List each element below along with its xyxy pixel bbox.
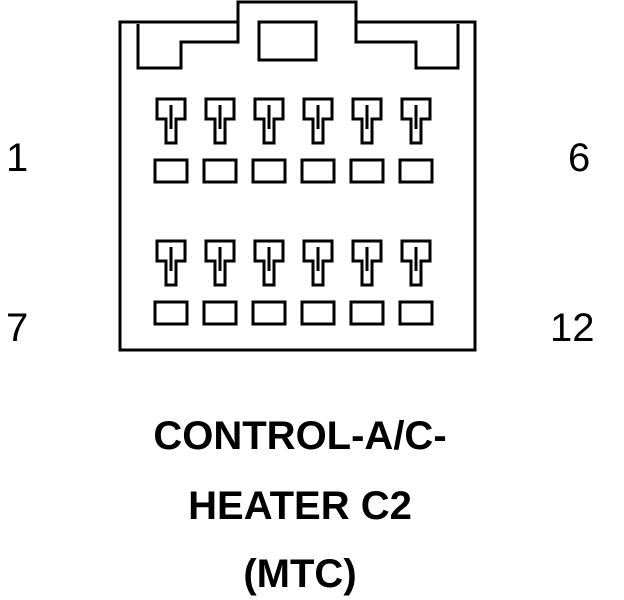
terminal-6 [398,97,434,184]
terminal-contact [351,239,383,287]
connector-title-line2: HEATER C2 [188,484,412,528]
terminal-contact [400,239,432,287]
terminal-10 [300,239,336,326]
pin-label-7: 7 [6,306,29,350]
terminal-cavity [349,300,385,326]
terminal-contact [302,239,334,287]
terminal-contact [204,97,236,145]
terminal-cavity [398,158,434,184]
terminal-contact [155,239,187,287]
terminal-contact [253,239,285,287]
terminal-cavity [251,300,287,326]
housing-inner-step [136,22,460,70]
terminal-contact [351,97,383,145]
terminal-3 [251,97,287,184]
terminal-cavity [202,300,238,326]
terminal-cavity [300,300,336,326]
pin-label-12: 12 [550,306,595,350]
terminal-7 [153,239,189,326]
terminal-cavity [251,158,287,184]
terminal-4 [300,97,336,184]
terminal-5 [349,97,385,184]
terminal-contact [400,97,432,145]
terminal-cavity [300,158,336,184]
terminal-2 [202,97,238,184]
terminal-12 [398,239,434,326]
terminal-cavity [202,158,238,184]
connector-title-line3: (MTC) [243,552,357,596]
terminal-cavity [349,158,385,184]
terminal-contact [302,97,334,145]
terminal-contact [155,97,187,145]
terminal-cavity [153,158,189,184]
terminal-cavity [153,300,189,326]
pin-label-6: 6 [568,136,591,180]
terminal-11 [349,239,385,326]
connector-title-line1: CONTROL-A/C- [153,414,447,458]
terminal-contact [253,97,285,145]
pin-label-1: 1 [6,136,29,180]
terminal-9 [251,239,287,326]
connector-housing [118,0,477,352]
terminal-1 [153,97,189,184]
terminal-contact [204,239,236,287]
terminal-group [153,97,434,326]
terminal-cavity [398,300,434,326]
terminal-8 [202,239,238,326]
latch-window [257,20,318,62]
